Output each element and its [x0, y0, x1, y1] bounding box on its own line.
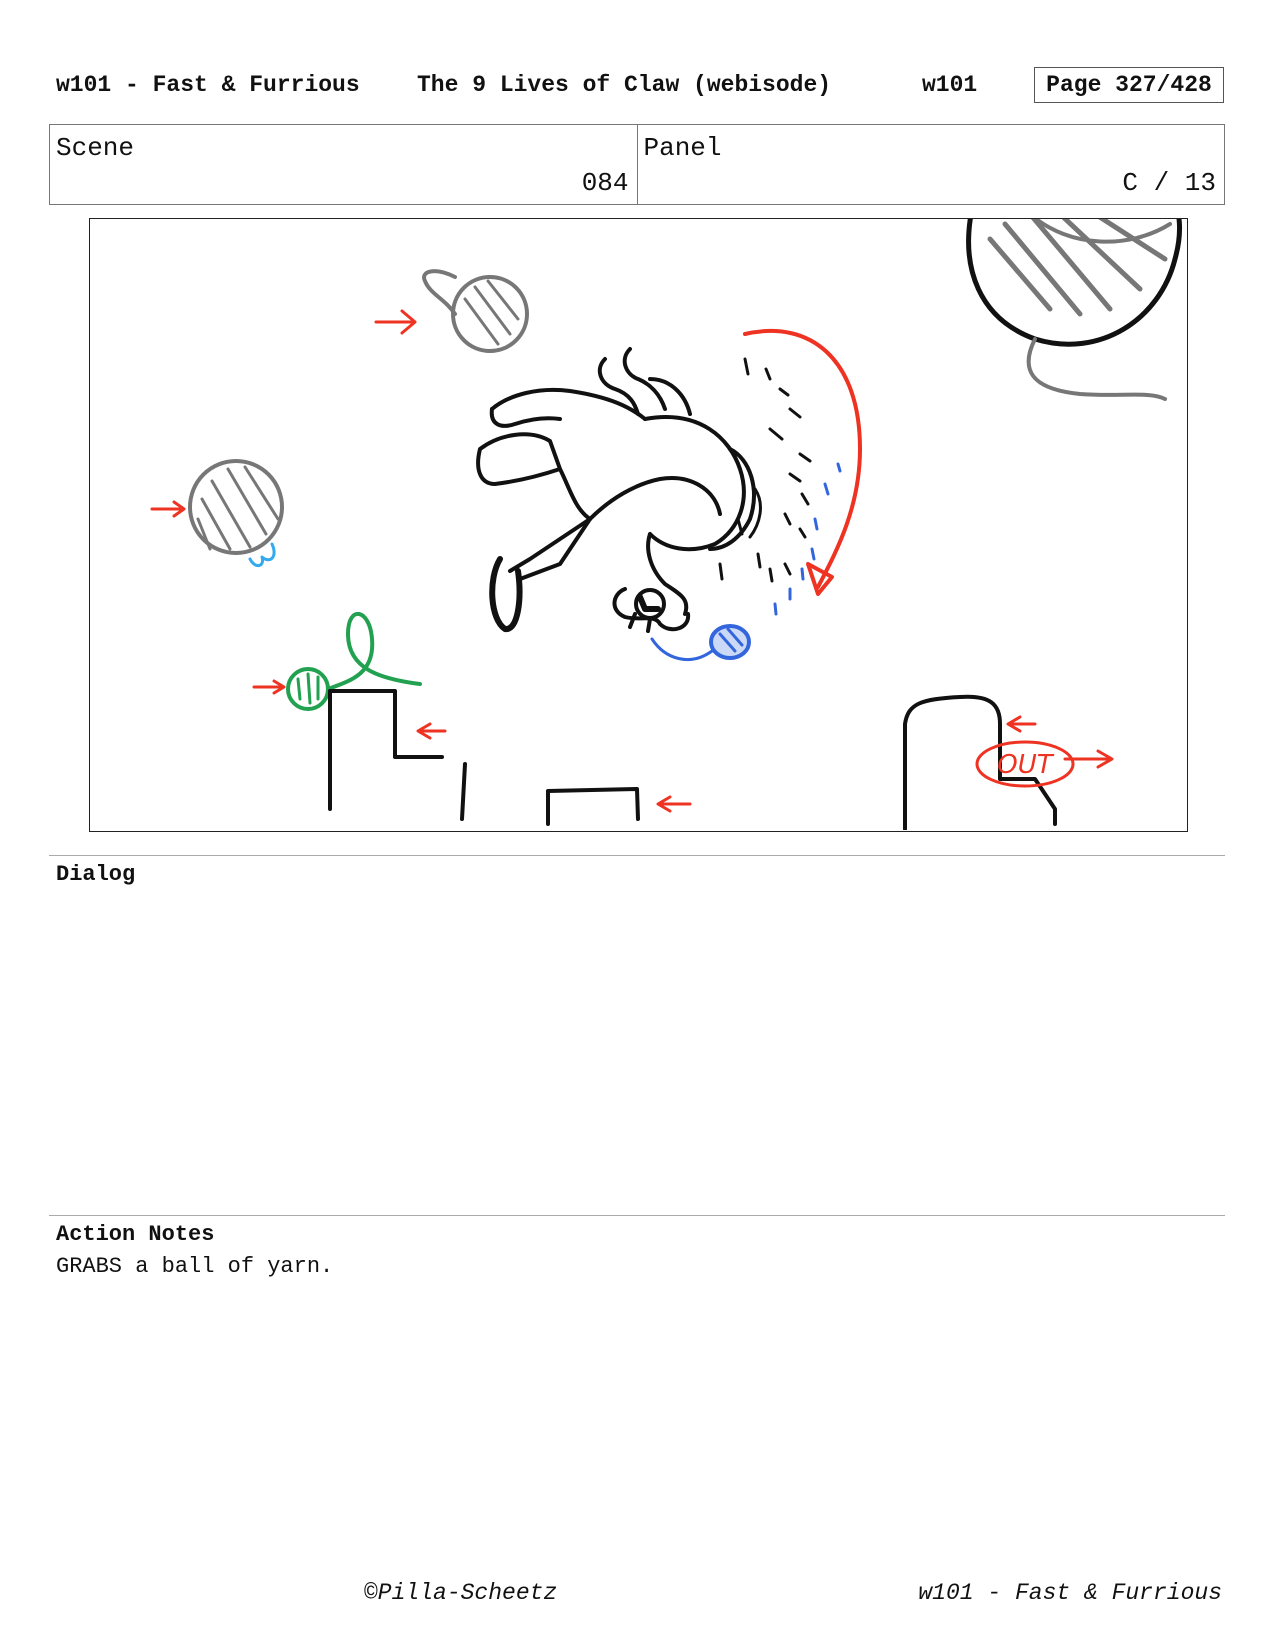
red-arrow-right-top: [374, 309, 417, 335]
red-arrow-right-left: [150, 500, 186, 518]
action-divider: [49, 1215, 1225, 1216]
panel-number: C / 13: [1122, 168, 1216, 198]
red-arrow-right-green: [252, 679, 286, 695]
motion-lines: [718, 357, 812, 583]
cyan-yarn-tail: [248, 542, 276, 567]
stair-steps: [328, 689, 444, 811]
action-notes-label: Action Notes: [56, 1222, 215, 1247]
scene-label: Scene: [56, 133, 135, 163]
episode-title: w101 - Fast & Furrious: [56, 72, 360, 98]
svg-text:OUT: OUT: [997, 750, 1054, 780]
page-number-box: Page 327/428: [1034, 67, 1224, 103]
out-label: OUT: [975, 715, 1114, 788]
panel-cell: Panel C / 13: [636, 125, 1225, 204]
scene-cell: Scene 084: [50, 125, 637, 204]
blue-yarn-ball: [650, 624, 751, 661]
copyright-footer: ©Pilla-Scheetz: [364, 1580, 558, 1606]
grey-yarn-ball-left: [188, 459, 284, 555]
show-title: The 9 Lives of Claw (webisode): [417, 72, 832, 98]
episode-footer: w101 - Fast & Furrious: [918, 1580, 1222, 1606]
cat-figure: [476, 347, 762, 633]
scene-panel-table: Scene 084 Panel C / 13: [49, 124, 1225, 205]
box-outline: [546, 787, 640, 826]
episode-code: w101: [922, 72, 978, 98]
action-notes-text: GRABS a ball of yarn.: [56, 1254, 334, 1279]
grey-yarn-ball-top: [422, 269, 529, 353]
large-yarn-ball: [966, 219, 1182, 401]
storyboard-panel: OUT: [89, 218, 1188, 832]
panel-label: Panel: [643, 133, 722, 163]
dialog-divider: [49, 855, 1225, 856]
doorway-outline: [903, 694, 1057, 830]
dialog-label: Dialog: [56, 862, 136, 887]
blue-drops: [773, 462, 842, 616]
red-arrow-left-box: [656, 795, 692, 813]
storyboard-sketch: OUT: [150, 219, 1182, 830]
green-yarn-ball: [286, 612, 422, 711]
scene-number: 084: [581, 168, 629, 198]
red-arrow-left-stairs: [416, 722, 447, 740]
red-arc-arrow: [743, 328, 862, 589]
red-arc-arrowhead: [806, 562, 834, 596]
stair-edge: [460, 762, 467, 821]
